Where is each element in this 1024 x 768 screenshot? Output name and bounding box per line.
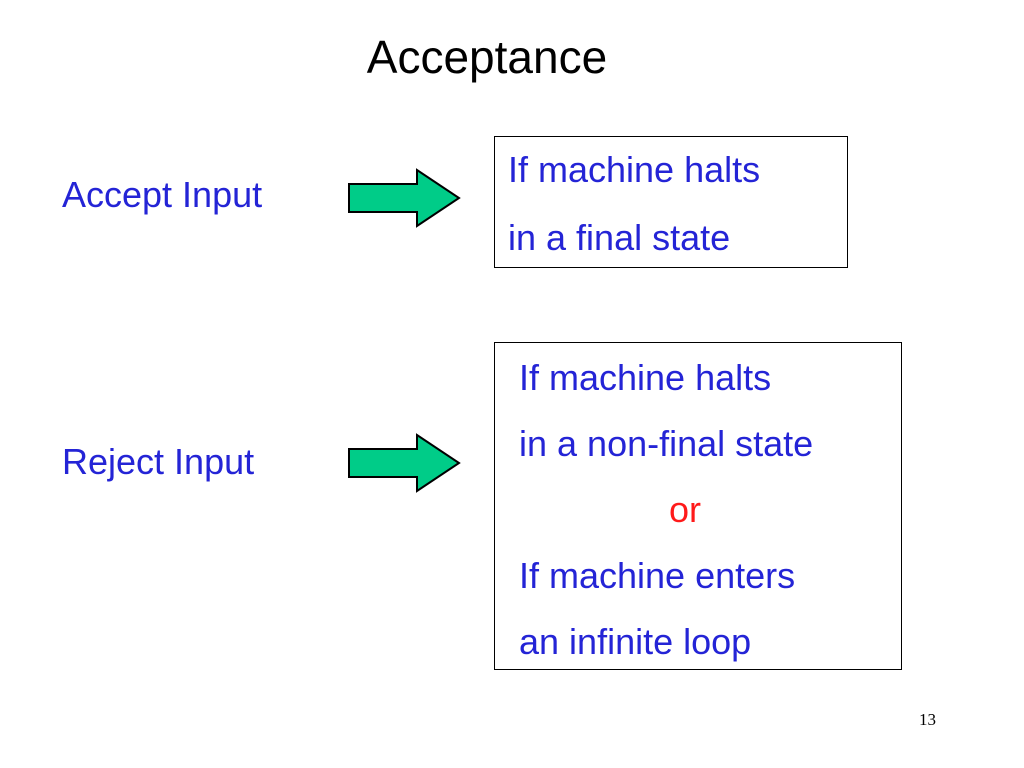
accept-input-label: Accept Input xyxy=(62,174,263,215)
page-number: 13 xyxy=(919,710,936,729)
reject-condition-line: an infinite loop xyxy=(519,621,752,662)
right-arrow-icon xyxy=(348,168,461,228)
slide-title: Acceptance xyxy=(366,31,608,83)
reject-condition-line: If machine enters xyxy=(519,555,796,596)
accept-condition-box: If machine halts in a final state xyxy=(494,136,848,268)
right-arrow-icon xyxy=(348,433,461,493)
reject-input-label: Reject Input xyxy=(62,441,255,482)
or-connector-text: or xyxy=(669,489,702,530)
accept-condition-line: in a final state xyxy=(508,217,731,258)
reject-condition-line: in a non-final state xyxy=(519,423,814,464)
reject-condition-line: If machine halts xyxy=(519,357,772,398)
accept-condition-line: If machine halts xyxy=(508,149,761,190)
reject-condition-box: If machine halts in a non-final state or… xyxy=(494,342,902,670)
